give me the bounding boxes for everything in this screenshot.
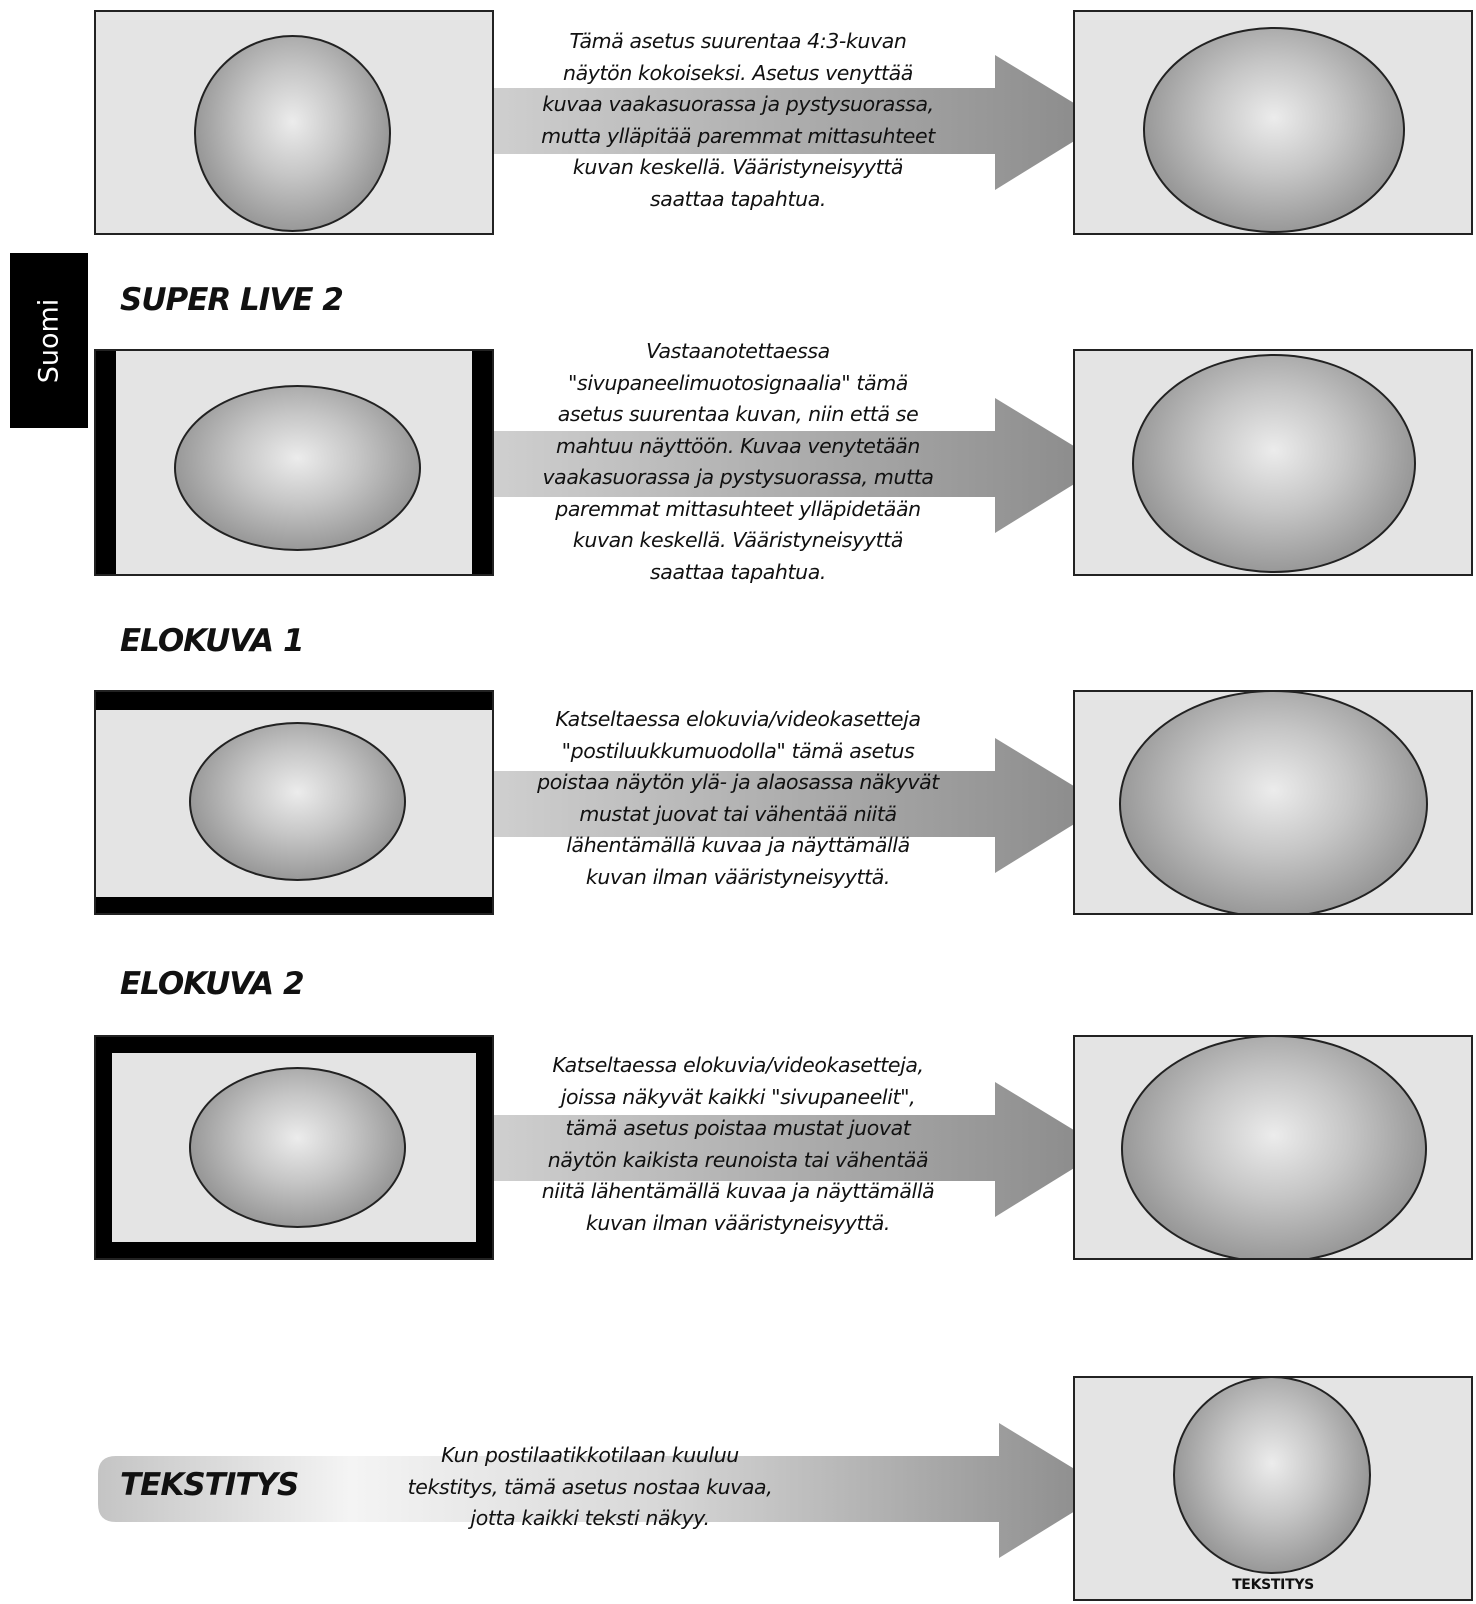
desc-line: tämä asetus poistaa mustat juovat — [565, 1116, 911, 1140]
desc-line: kuvan ilman vääristyneisyyttä. — [585, 864, 891, 889]
top-border-bar — [96, 1037, 492, 1053]
left-side-bar — [96, 351, 116, 574]
desc-line: tekstitys, tämä asetus nostaa kuvaa, — [407, 1474, 773, 1499]
tekstitys-heading: TEKSTITYS — [120, 1467, 299, 1503]
desc-line: Tämä asetus suurentaa 4:3-kuvan — [569, 29, 907, 53]
desc-line: joissa näkyvät kaikki "sivupaneelit", — [560, 1084, 916, 1109]
desc-line: näytön kokoiseksi. Asetus venyttää — [563, 60, 913, 85]
desc-line: niitä lähentämällä kuvaa ja näyttämällä — [541, 1179, 935, 1203]
row3-description: Katseltaessa elokuvia/videokasetteja "po… — [528, 704, 948, 893]
desc-line: kuvan keskellä. Vääristyneisyyttä — [572, 528, 904, 552]
desc-line: mustat juovat tai vähentää niitä — [579, 801, 897, 826]
desc-line: mahtuu näyttöön. Kuvaa venytetään — [555, 433, 921, 458]
desc-line: saattaa tapahtua. — [650, 186, 826, 211]
desc-line: kuvaa vaakasuorassa ja pystysuorassa, — [542, 92, 934, 116]
row3-before-screen — [94, 690, 494, 915]
row1-after-screen — [1073, 10, 1473, 235]
row2-before-screen — [94, 349, 494, 576]
desc-line: "sivupaneelimuotosignaalia" tämä — [568, 370, 908, 395]
desc-line: Katseltaessa elokuvia/videokasetteja — [555, 707, 921, 731]
elokuva-1-heading: ELOKUVA 1 — [120, 623, 305, 659]
language-label: Suomi — [33, 298, 65, 383]
super-live-2-heading: SUPER LIVE 2 — [120, 282, 344, 318]
desc-line: kuvan ilman vääristyneisyyttä. — [585, 1210, 891, 1235]
desc-line: vaakasuorassa ja pystysuorassa, mutta — [542, 465, 934, 489]
desc-line: saattaa tapahtua. — [650, 559, 826, 584]
desc-line: mutta ylläpitää paremmat mittasuhteet — [541, 123, 935, 148]
left-border-bar — [96, 1037, 112, 1258]
row1-after-ball — [1143, 27, 1405, 233]
subtitle-arrow — [98, 1423, 1109, 1558]
desc-line: lähentämällä kuvaa ja näyttämällä — [566, 833, 910, 857]
right-side-bar — [472, 351, 492, 574]
row1-before-screen — [94, 10, 494, 235]
row3-after-screen — [1073, 690, 1473, 915]
row2-description: Vastaanotettaessa "sivupaneelimuotosigna… — [528, 336, 948, 588]
row2-after-ball — [1132, 354, 1416, 573]
subtitle-caption-label: TEKSTITYS — [1232, 1577, 1314, 1593]
row4-before-screen — [94, 1035, 494, 1260]
subtitle-description: Kun postilaatikkotilaan kuuluu tekstitys… — [380, 1440, 800, 1535]
row1-arrow — [494, 55, 1105, 190]
row3-arrow — [494, 738, 1105, 873]
row1-before-ball — [194, 35, 391, 232]
row3-after-ball — [1119, 692, 1428, 913]
row2-after-screen — [1073, 349, 1473, 576]
subtitle-after-ball — [1173, 1378, 1371, 1574]
desc-line: kuvan keskellä. Vääristyneisyyttä — [572, 155, 904, 179]
right-border-bar — [476, 1037, 492, 1258]
row4-arrow — [494, 1082, 1105, 1217]
bottom-letterbox-bar — [96, 897, 492, 913]
row2-arrow — [494, 398, 1105, 533]
row4-description: Katseltaessa elokuvia/videokasetteja, jo… — [528, 1050, 948, 1239]
subtitle-after-screen: TEKSTITYS — [1073, 1376, 1473, 1601]
language-side-tab: Suomi — [10, 253, 88, 428]
row4-after-ball — [1121, 1037, 1427, 1258]
row4-before-ball — [189, 1067, 406, 1228]
elokuva-2-heading: ELOKUVA 2 — [120, 966, 305, 1002]
desc-line: poistaa näytön ylä- ja alaosassa näkyvät — [537, 770, 939, 794]
desc-line: jotta kaikki teksti näkyy. — [470, 1506, 710, 1530]
bottom-border-bar — [96, 1242, 492, 1258]
desc-line: paremmat mittasuhteet ylläpidetään — [555, 496, 921, 521]
desc-line: Kun postilaatikkotilaan kuuluu — [441, 1443, 739, 1467]
row1-description: Tämä asetus suurentaa 4:3-kuvan näytön k… — [528, 26, 948, 215]
top-letterbox-bar — [96, 692, 492, 710]
row3-before-ball — [189, 722, 406, 881]
desc-line: "postiluukkumuodolla" tämä asetus — [561, 738, 915, 763]
desc-line: näytön kaikista reunoista tai vähentää — [547, 1147, 929, 1172]
desc-line: asetus suurentaa kuvan, niin että se — [557, 402, 919, 426]
desc-line: Katseltaessa elokuvia/videokasetteja, — [552, 1053, 924, 1077]
row4-after-screen — [1073, 1035, 1473, 1260]
desc-line: Vastaanotettaessa — [646, 339, 830, 363]
row2-before-ball — [174, 385, 421, 551]
